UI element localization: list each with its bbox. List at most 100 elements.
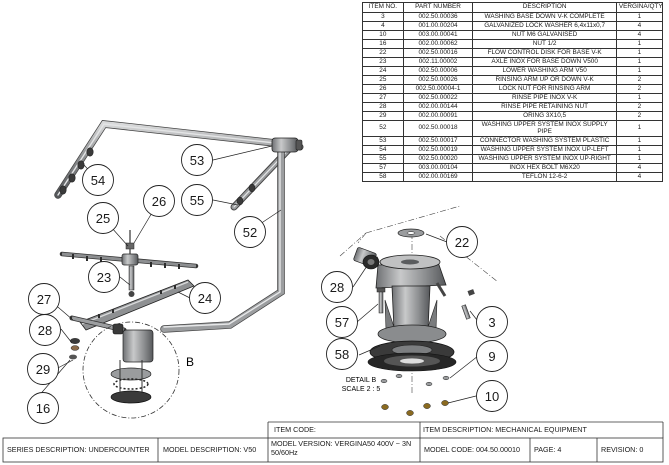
cell-part-number: 002.00.00169	[402, 172, 474, 182]
cell-qty: 1	[615, 66, 664, 76]
cell-part-number: 002.50.00018	[402, 120, 474, 137]
parts-table-header-row: ITEM NO. PART NUMBER DESCRIPTION VERGINA…	[362, 2, 664, 13]
cell-qty: 1	[615, 93, 664, 103]
cell-part-number: 002.11.00002	[402, 57, 474, 67]
flow-control-disk	[397, 228, 425, 238]
cell-description: RINSE PIPE INOX V-K	[472, 93, 617, 103]
washers-and-nuts	[380, 373, 450, 416]
cell-description: FLOW CONTROL DISK FOR BASE V-K	[472, 48, 617, 58]
series-description: SERIES DESCRIPTION: UNDERCOUNTER	[7, 445, 150, 454]
cell-qty: 4	[615, 172, 664, 182]
cell-qty: 1	[615, 145, 664, 155]
cell-item-no: 3	[362, 12, 404, 22]
header-qty: VERGINA/QTY	[615, 2, 664, 13]
cell-part-number: 002.00.00091	[402, 111, 474, 121]
rinse-pipe	[69, 315, 127, 335]
cell-part-number: 002.50.00036	[402, 12, 474, 22]
callout-24: 24	[198, 291, 212, 306]
axle	[128, 265, 135, 297]
rinsing-arm	[59, 230, 199, 269]
callout-53: 53	[190, 153, 204, 168]
cell-description: WASHING BASE DOWN V-K COMPLETE	[472, 12, 617, 22]
cell-part-number: 002.50.00020	[402, 154, 474, 164]
cell-item-no: 53	[362, 136, 404, 146]
cell-description: LOWER WASHING ARM V50	[472, 66, 617, 76]
cell-qty: 1	[615, 154, 664, 164]
cell-description: WASHING UPPER SYSTEM INOX UP-RIGHT	[472, 154, 617, 164]
detail-marker: B	[186, 355, 194, 369]
cell-item-no: 27	[362, 93, 404, 103]
callout-27: 27	[37, 292, 51, 307]
model-version-frequency: 50/60Hz	[271, 448, 298, 457]
cell-qty: 4	[615, 163, 664, 173]
cell-qty: 4	[615, 21, 664, 31]
cell-part-number: 002.50.00019	[402, 145, 474, 155]
cell-description: RINSING ARM UP OR DOWN V-K	[472, 75, 617, 85]
item-description: ITEM DESCRIPTION: MECHANICAL EQUIPMENT	[423, 425, 587, 434]
cell-item-no: 58	[362, 172, 404, 182]
hex-bolts	[376, 287, 475, 320]
cell-description: CONNECTOR WASHING SYSTEM PLASTIC	[472, 136, 617, 146]
header-description: DESCRIPTION	[472, 2, 617, 13]
lower-washing-arm	[79, 279, 195, 331]
cell-item-no: 28	[362, 102, 404, 112]
cell-description: WASHING UPPER SYSTEM INOX UP-LEFT	[472, 145, 617, 155]
title-block-frame	[2, 421, 664, 463]
header-item-no: ITEM NO.	[362, 2, 404, 13]
cell-description: TEFLON 12-6-2	[472, 172, 617, 182]
page-number: PAGE: 4	[534, 445, 562, 454]
cell-item-no: 25	[362, 75, 404, 85]
revision: REVISION: 0	[601, 445, 644, 454]
cell-qty: 2	[615, 111, 664, 121]
model-code: MODEL CODE: 004.50.00010	[424, 445, 521, 454]
cell-part-number: 002.50.00026	[402, 75, 474, 85]
cell-part-number: 003.00.00041	[402, 30, 474, 40]
callout-25: 25	[96, 211, 110, 226]
cell-item-no: 54	[362, 145, 404, 155]
teflon-and-base-plate	[367, 340, 457, 372]
cell-qty: 1	[615, 57, 664, 67]
cell-description: WASHING UPPER SYSTEM INOX SUPPLY PIPE	[472, 120, 617, 137]
cell-part-number: 002.50.00016	[402, 48, 474, 58]
cell-part-number: 002.50.00017	[402, 136, 474, 146]
callout-26: 26	[152, 194, 166, 209]
callout-57: 57	[335, 315, 349, 330]
callout-55: 55	[190, 193, 204, 208]
cell-description: NUT M6 GALVANISED	[472, 30, 617, 40]
cell-part-number: 002.00.00144	[402, 102, 474, 112]
cell-description: NUT 1/2	[472, 39, 617, 49]
callout-58: 58	[335, 347, 349, 362]
cell-description: INOX HEX BOLT M6X20	[472, 163, 617, 173]
cell-item-no: 29	[362, 111, 404, 121]
cell-item-no: 26	[362, 84, 404, 94]
cell-part-number: 002.50.00006	[402, 66, 474, 76]
cell-part-number: 002.50.00004-1	[402, 84, 474, 94]
cell-item-no: 4	[362, 21, 404, 31]
model-version: MODEL VERSION: VERGINA50 400V ~ 3N	[271, 439, 412, 448]
cell-description: ORING 3X10,5	[472, 111, 617, 121]
cell-item-no: 23	[362, 57, 404, 67]
parts-list-table: ITEM NO. PART NUMBER DESCRIPTION VERGINA…	[362, 2, 664, 182]
cell-item-no: 10	[362, 30, 404, 40]
detail-label: DETAIL B	[346, 377, 377, 384]
cell-item-no: 55	[362, 154, 404, 164]
item-code: ITEM CODE:	[274, 425, 316, 434]
callout-10: 10	[485, 389, 499, 404]
cell-item-no: 16	[362, 39, 404, 49]
cell-qty: 2	[615, 102, 664, 112]
